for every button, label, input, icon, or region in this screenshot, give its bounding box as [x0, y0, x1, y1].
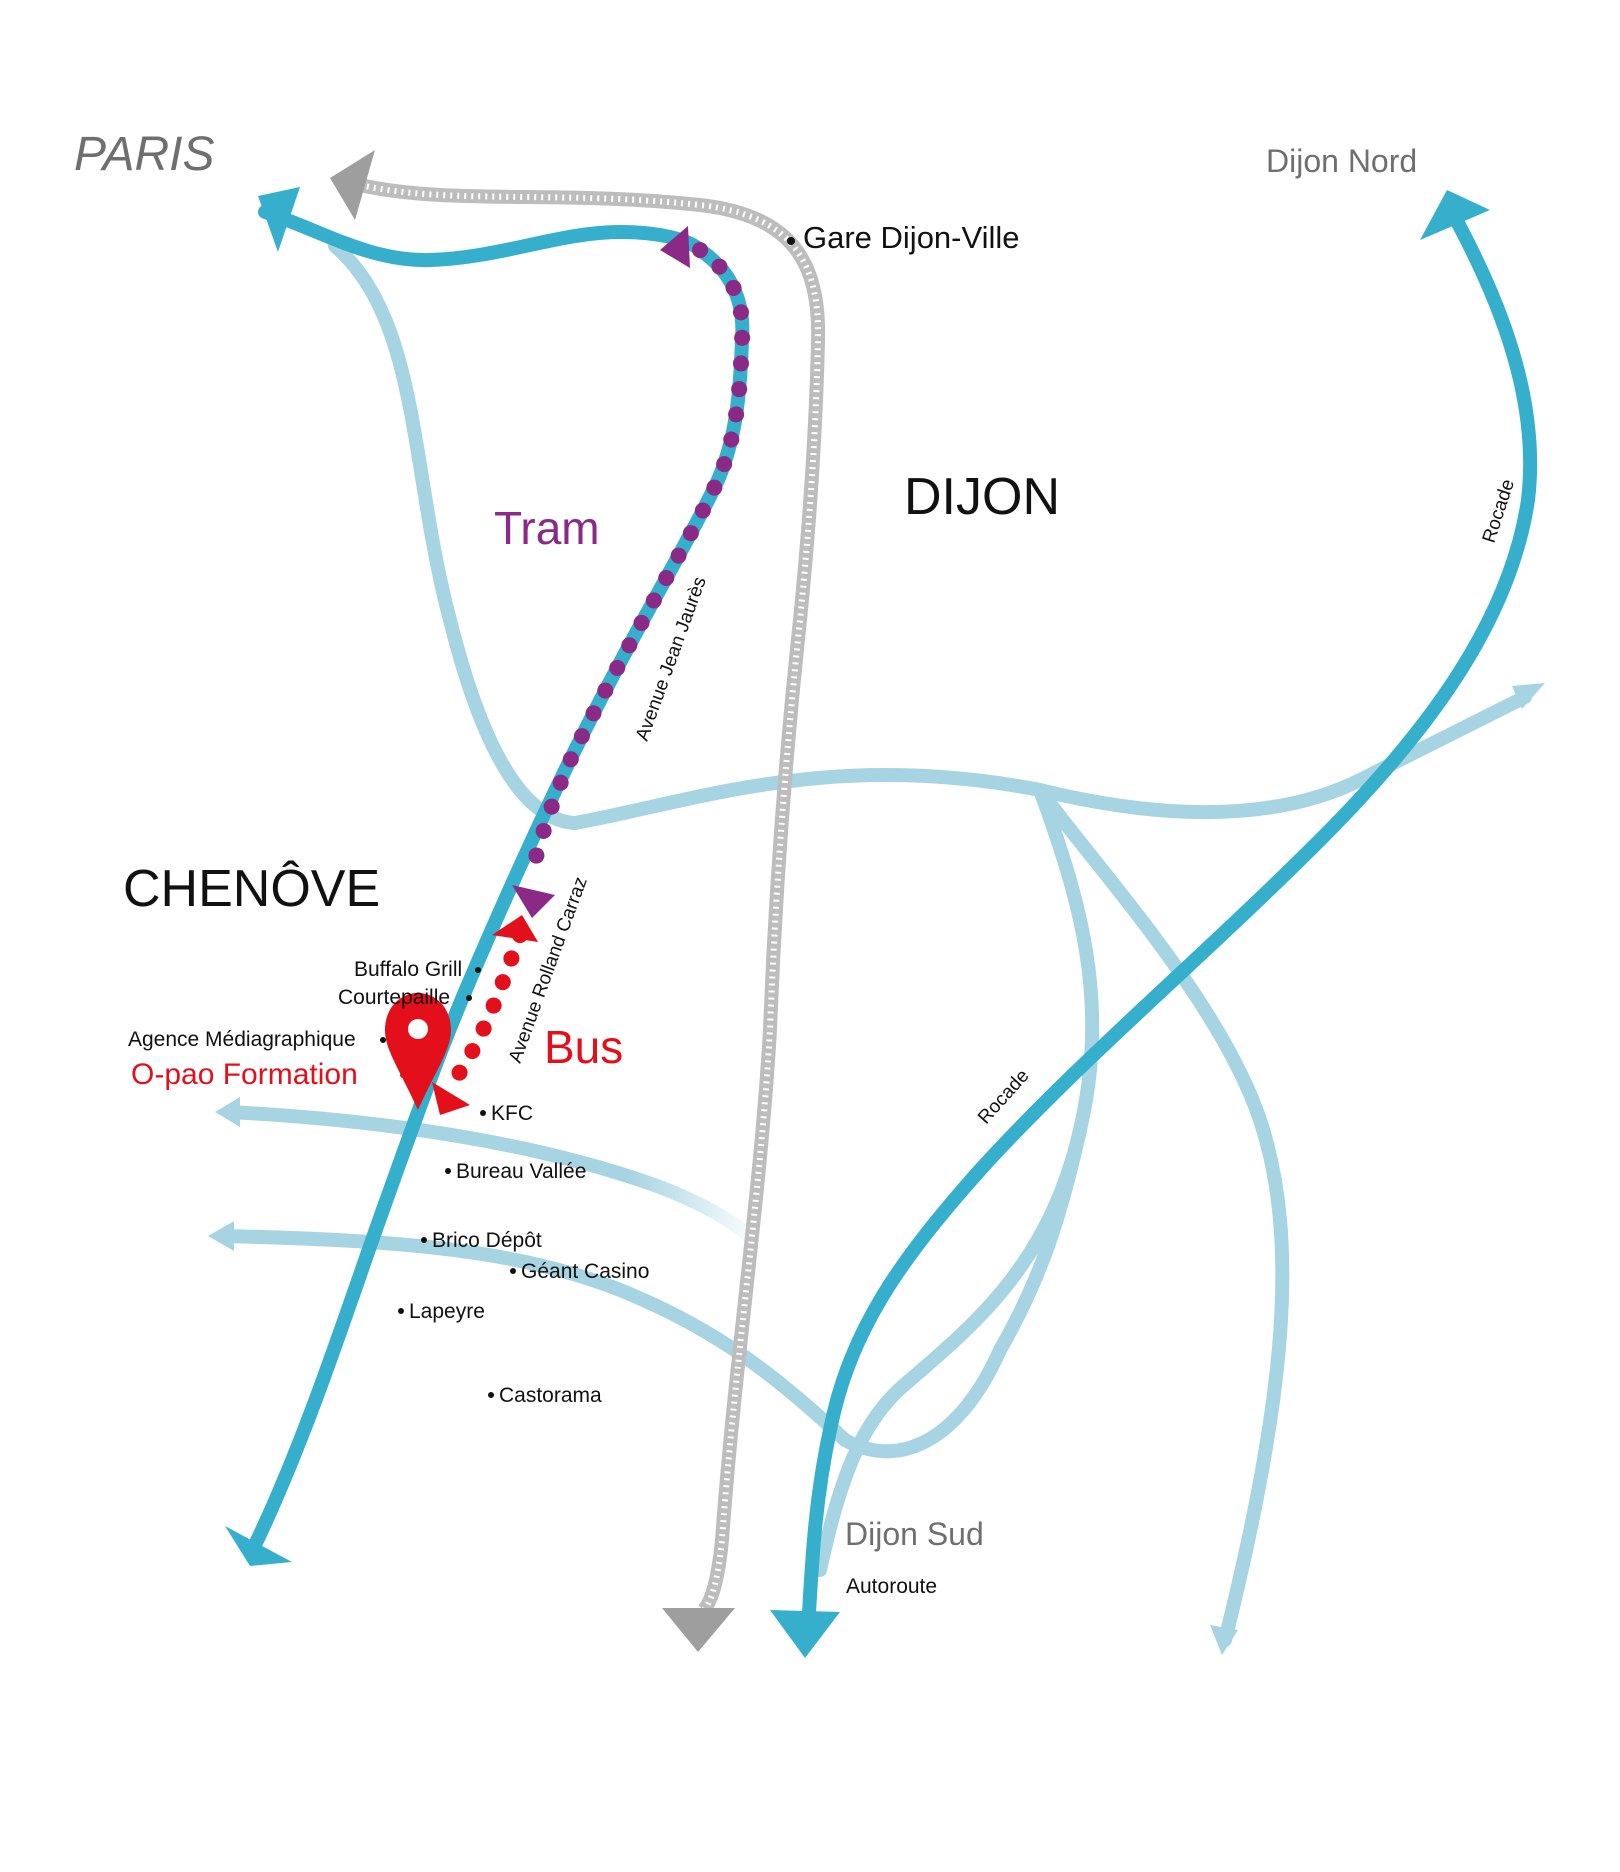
road-label-jean-jaures: Avenue Jean Jaurès: [632, 574, 711, 744]
arrow-west-head-upper: [215, 1097, 240, 1127]
poi-bullet: [445, 1168, 451, 1174]
main-road-arrows: [225, 187, 1490, 1658]
exit-label-dijon-sud: Dijon Sud: [845, 1516, 984, 1552]
map-pin-shape[interactable]: [385, 993, 451, 1110]
poi-brico-depot: Brico Dépôt: [432, 1229, 542, 1252]
road-label-rocade-north: Rocade: [1479, 477, 1519, 546]
main-roads: [248, 205, 1538, 1637]
poi-bullet: [421, 1237, 427, 1243]
bus-arrow-north: [492, 915, 538, 942]
poi-bullet: [510, 1268, 516, 1274]
poi-kfc: KFC: [491, 1102, 533, 1125]
poi-bureau-vallee: Bureau Vallée: [456, 1160, 586, 1183]
station-label-gare: Gare Dijon-Ville: [803, 220, 1020, 255]
tram-line: [512, 226, 751, 918]
city-label-chenove: CHENÔVE: [123, 860, 380, 918]
exit-label-autoroute: Autoroute: [846, 1575, 937, 1598]
road-cross-south-east: [1033, 783, 1290, 1647]
arrow-dijon-nord-head: [1420, 190, 1490, 240]
tram-dots: [522, 242, 751, 888]
poi-bullet: [466, 995, 472, 1001]
tram-arrow-south: [512, 885, 555, 918]
destination-bullet: [400, 1072, 406, 1078]
poi-bullet: [398, 1308, 404, 1314]
poi-agence-mediagraphique: Agence Médiagraphique: [128, 1028, 356, 1051]
arrow-south-head: [1210, 1625, 1238, 1655]
arrow-paris-head: [258, 187, 300, 252]
secondary-roads: [215, 239, 1532, 1647]
city-label-paris: PARIS: [74, 128, 214, 181]
station-bullet: [787, 237, 795, 245]
poi-bullet: [488, 1392, 494, 1398]
arrow-dijon-sud-head: [770, 1610, 840, 1658]
poi-bullet: [475, 967, 481, 973]
road-west-loop: [328, 239, 582, 830]
road-central-east-west: [568, 690, 1532, 830]
bus-dots: [450, 927, 528, 1083]
destination-label: O-pao Formation: [131, 1058, 358, 1091]
road-to-paris: [258, 205, 707, 268]
poi-castorama: Castorama: [499, 1384, 602, 1407]
bus-line: [432, 915, 538, 1115]
tram-arrow-north: [660, 226, 690, 268]
road-lower-west: [215, 1123, 1087, 1459]
transport-label-tram: Tram: [494, 502, 600, 554]
exit-label-dijon-nord: Dijon Nord: [1266, 143, 1417, 179]
map-pin-hole: [408, 1019, 428, 1039]
arrow-west-head-lower: [208, 1221, 234, 1251]
city-label-dijon: DIJON: [904, 468, 1060, 526]
secondary-road-arrows: [208, 683, 1545, 1655]
poi-bullet: [380, 1037, 386, 1043]
railway-track: [358, 178, 826, 1615]
map-pin-icon[interactable]: [385, 993, 451, 1110]
poi-geant-casino: Géant Casino: [521, 1260, 649, 1283]
bus-arrow-south: [432, 1082, 470, 1115]
poi-lapeyre: Lapeyre: [409, 1300, 485, 1323]
rocade: [801, 205, 1538, 1637]
poi-courtepaille: Courtepaille: [338, 986, 450, 1009]
poi-bullet: [480, 1110, 486, 1116]
poi-buffalo-grill: Buffalo Grill: [354, 958, 462, 981]
rail-arrow-north: [330, 150, 375, 220]
arrow-east-head: [1512, 683, 1545, 709]
road-fading-east: [223, 1105, 767, 1252]
railway: [330, 150, 826, 1652]
arrow-southwest-head: [225, 1526, 292, 1566]
rail-arrow-south: [662, 1608, 735, 1652]
transport-label-bus: Bus: [544, 1021, 623, 1073]
